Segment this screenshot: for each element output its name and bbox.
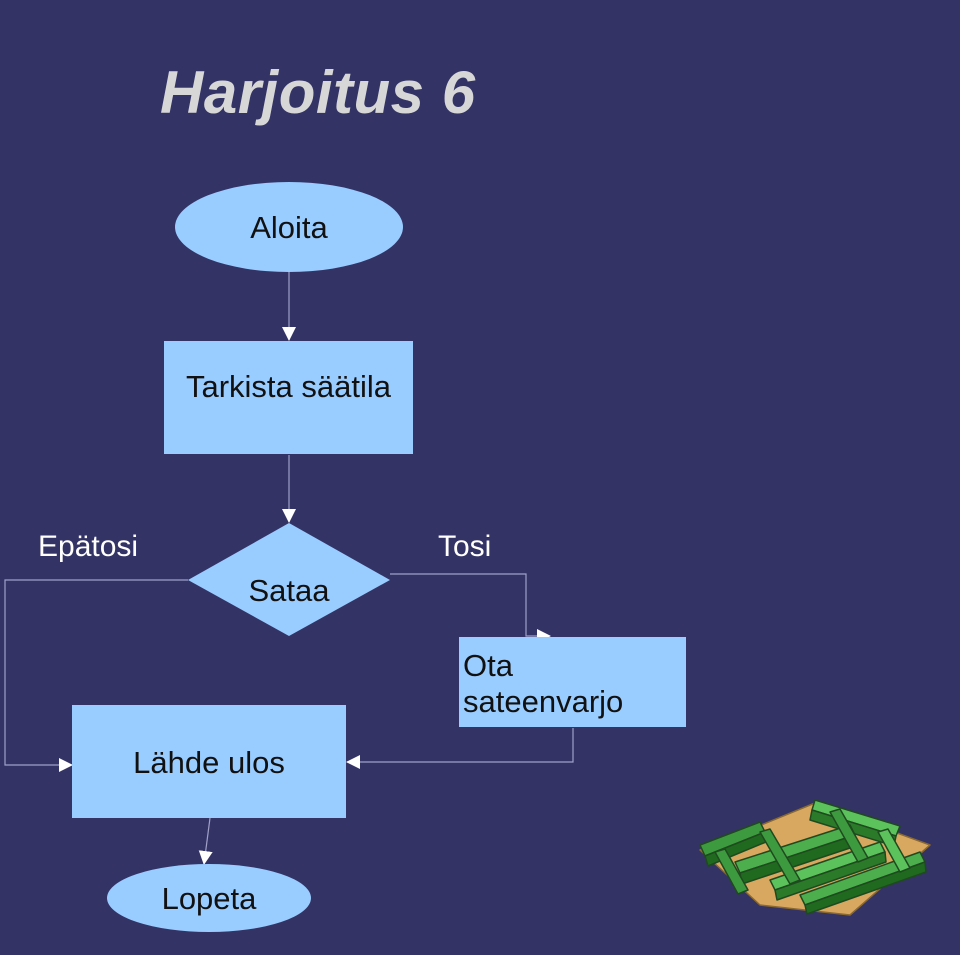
false-branch-label: Epätosi (38, 530, 139, 563)
umbrella-label-line-2: sateenvarjo (463, 684, 624, 719)
go-out-label: Lähde ulos (133, 745, 285, 780)
connector-decision-false (4, 579, 188, 772)
decision-diamond (188, 523, 390, 636)
umbrella-label-line-1: Ota (463, 648, 513, 683)
connector-decision-true (390, 573, 551, 643)
start-label: Aloita (250, 210, 328, 245)
connector-umbrella-to-goout (346, 728, 574, 769)
go-out-process (72, 705, 346, 818)
check-weather-process (164, 341, 413, 454)
hedge-maze-clipart (699, 799, 931, 916)
umbrella-label: Ota sateenvarjo (463, 648, 683, 728)
start-terminal (175, 182, 403, 272)
end-label: Lopeta (161, 881, 257, 916)
connector-goout-to-end (198, 817, 213, 865)
slide-title: Harjoitus 6 (160, 59, 476, 126)
check-weather-label: Tarkista säätila (185, 369, 392, 404)
end-terminal (107, 864, 311, 932)
umbrella-process (459, 637, 686, 727)
decision-label: Sataa (248, 573, 330, 608)
true-branch-label: Tosi (438, 530, 492, 563)
